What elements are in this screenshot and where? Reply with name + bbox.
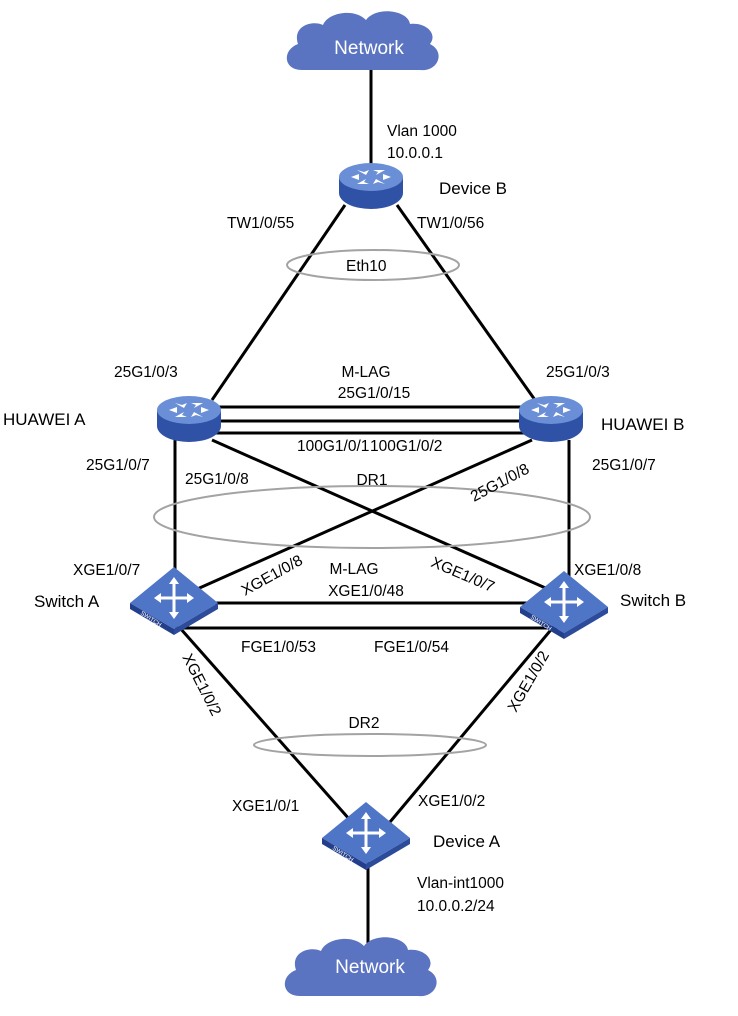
port-fge-54: FGE1/0/54 — [374, 639, 449, 656]
label-dr2: DR2 — [348, 715, 379, 732]
cloud-label-top: Network — [334, 38, 404, 59]
port-hb-7: 25G1/0/7 — [592, 457, 656, 474]
port-sa-8: XGE1/0/8 — [239, 552, 306, 599]
port-hb-up: 25G1/0/3 — [546, 364, 610, 381]
cloud-shape-bottom — [284, 937, 437, 997]
port-peer-15: 25G1/0/15 — [338, 385, 410, 402]
port-devb-right: TW1/0/56 — [417, 215, 484, 232]
link-huawei-a-switch-b — [211, 438, 551, 592]
link-huawei-b-switch-a — [194, 438, 533, 592]
huawei-b-name: HUAWEI B — [601, 415, 684, 434]
port-ha-8: 25G1/0/8 — [185, 471, 249, 488]
link-switch-b-device-a — [388, 624, 557, 823]
ring-dr1 — [153, 485, 591, 549]
device-b-name: Device B — [439, 179, 507, 198]
port-sa-7: XGE1/0/7 — [73, 562, 140, 579]
cloud-icon-top — [286, 11, 439, 71]
port-peer-100-a: 100G1/0/1 — [297, 438, 369, 455]
port-sb-8: XGE1/0/8 — [574, 562, 641, 579]
link-switch-a-device-a — [178, 627, 352, 821]
switch-icon — [130, 567, 218, 635]
link-device-b-huawei-b — [395, 204, 537, 401]
links — [173, 70, 571, 945]
device-a-name: Device A — [433, 832, 501, 851]
router-icon — [339, 163, 403, 209]
label-mlag-bottom: M-LAG — [329, 561, 378, 578]
device-a-ip: 10.0.0.2/24 — [417, 898, 495, 915]
port-ha-7: 25G1/0/7 — [86, 457, 150, 474]
label-eth10: Eth10 — [346, 258, 387, 275]
device-a-vlan-int: Vlan-int1000 — [417, 875, 504, 892]
router-icon — [519, 396, 583, 442]
port-peer-48: XGE1/0/48 — [328, 583, 404, 600]
port-da-2: XGE1/0/2 — [418, 793, 485, 810]
cloud-label-bottom: Network — [335, 957, 405, 978]
ring-dr2 — [253, 733, 487, 757]
port-peer-100-b: 100G1/0/2 — [370, 438, 442, 455]
port-hb-8: 25G1/0/8 — [468, 461, 532, 506]
switch-b-name: Switch B — [620, 591, 686, 610]
cloud-shape-top — [286, 11, 439, 71]
switch-a-name: Switch A — [34, 592, 100, 611]
port-sa-2: XGE1/0/2 — [178, 651, 224, 719]
port-fge-53: FGE1/0/53 — [241, 639, 316, 656]
port-da-1: XGE1/0/1 — [232, 798, 299, 815]
cloud-icon-bottom — [284, 937, 437, 997]
label-mlag-top: M-LAG — [341, 364, 390, 381]
device-b-ip: 10.0.0.1 — [387, 145, 443, 162]
ring-eth10 — [286, 249, 460, 281]
huawei-a-name: HUAWEI A — [3, 410, 86, 429]
router-icon — [157, 396, 221, 442]
port-devb-left: TW1/0/55 — [227, 215, 294, 232]
device-b-vlan: Vlan 1000 — [387, 123, 457, 140]
link-device-b-huawei-a — [210, 204, 347, 401]
port-ha-up: 25G1/0/3 — [114, 364, 178, 381]
label-dr1: DR1 — [356, 472, 387, 489]
